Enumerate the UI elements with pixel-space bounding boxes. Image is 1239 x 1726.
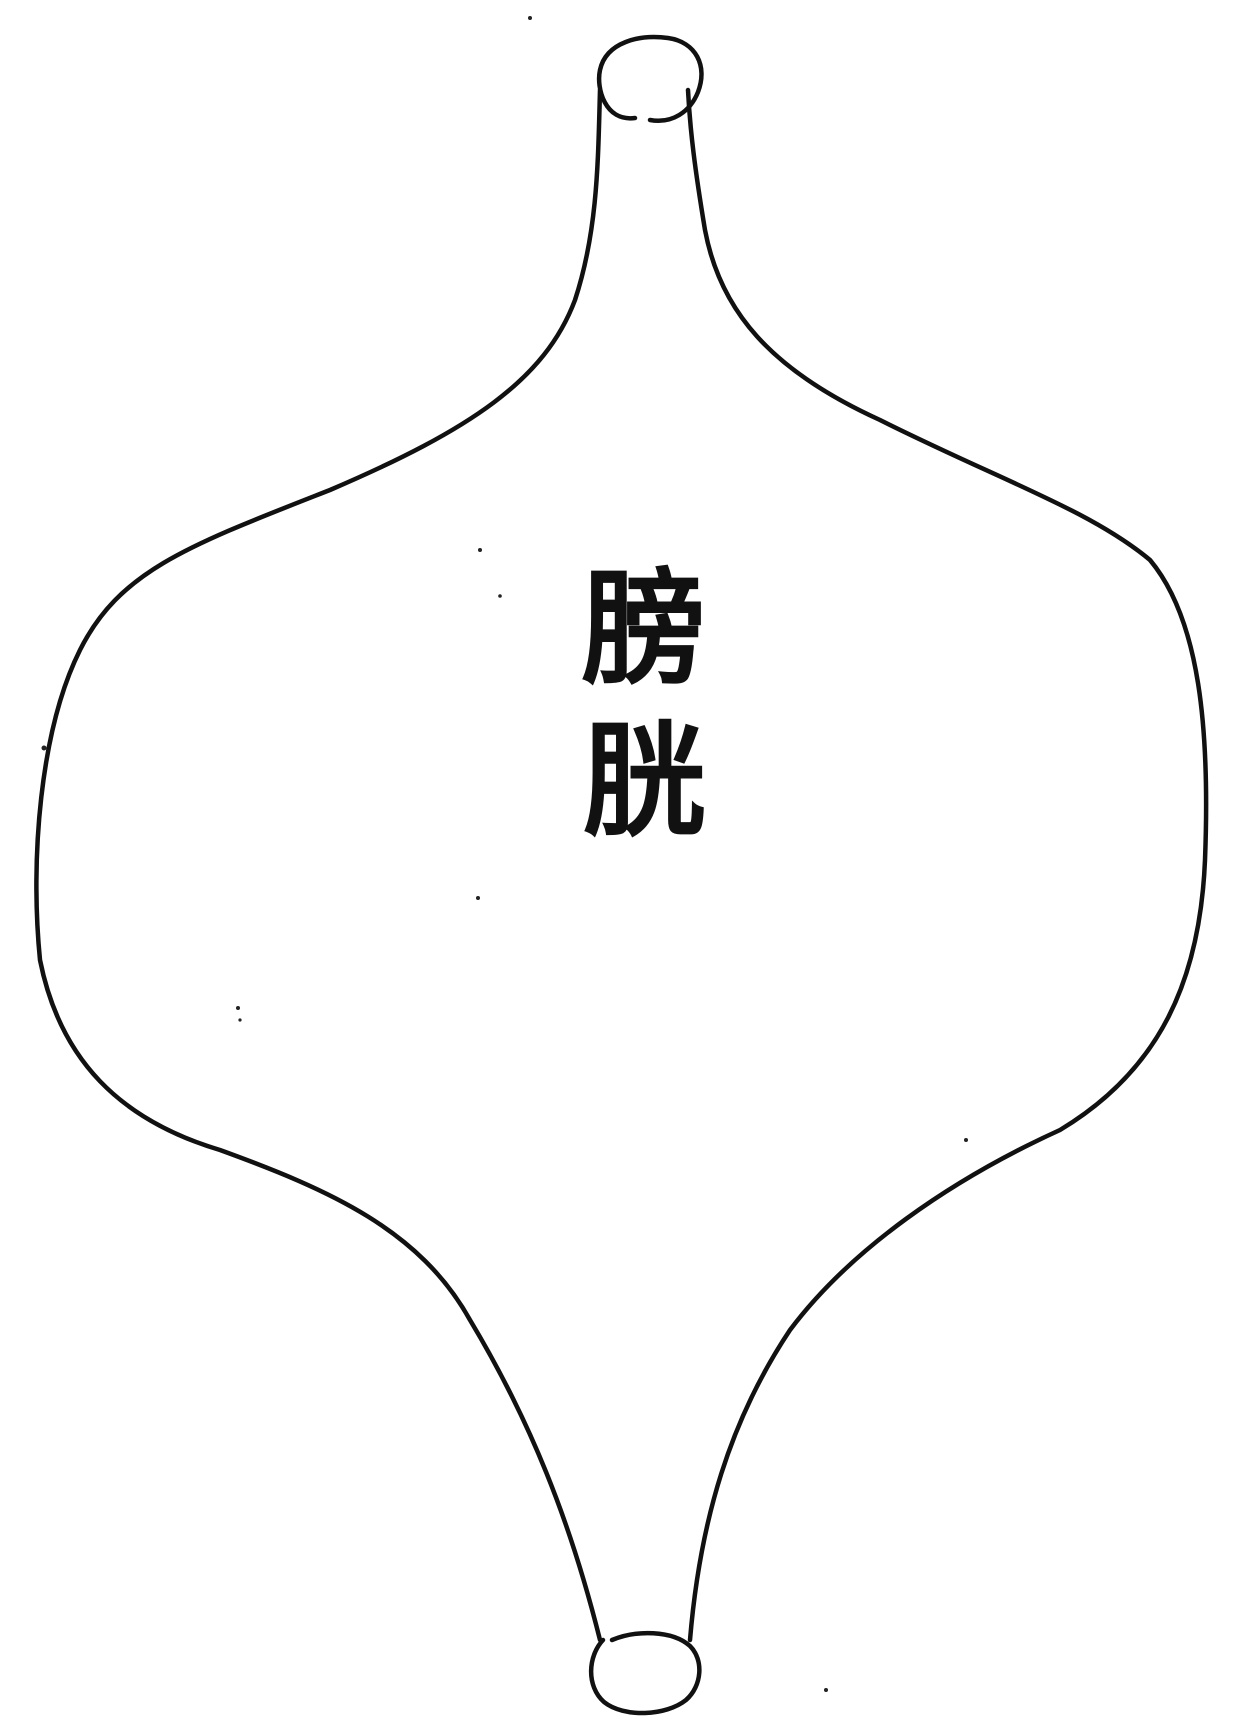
speck-mark bbox=[964, 1138, 968, 1142]
speck-mark bbox=[528, 16, 532, 20]
organ-label-char-2: 胱 bbox=[574, 712, 714, 852]
bottom-opening bbox=[591, 1633, 699, 1713]
speck-mark bbox=[476, 896, 480, 900]
speck-mark bbox=[824, 1688, 828, 1692]
speck-mark bbox=[498, 594, 502, 598]
speck-mark bbox=[238, 1018, 241, 1021]
speck-mark bbox=[236, 1006, 240, 1010]
speck-mark bbox=[42, 746, 47, 751]
organ-label-char-1: 膀 bbox=[574, 560, 714, 700]
bladder-outline bbox=[36, 90, 1206, 1640]
top-opening bbox=[599, 37, 701, 121]
speck-mark bbox=[478, 548, 482, 552]
